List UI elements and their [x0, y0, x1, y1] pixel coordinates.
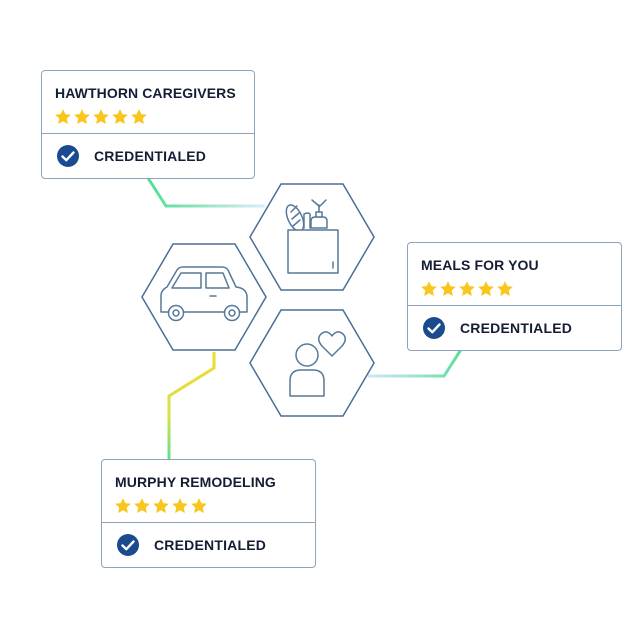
connector-line-hawthorn — [146, 177, 265, 208]
car-icon — [160, 266, 248, 322]
grocery-bag-icon — [285, 199, 339, 274]
connector-line-murphy — [167, 352, 216, 460]
star-icon — [115, 498, 131, 513]
star-icon — [93, 109, 109, 124]
star-icon — [74, 109, 90, 124]
star-icon — [131, 109, 147, 124]
card-divider — [408, 305, 621, 306]
credential-status: CREDENTIALED — [94, 148, 207, 164]
star-icon — [153, 498, 169, 513]
checkmark-circle-icon — [117, 534, 139, 556]
card-divider — [42, 133, 254, 134]
star-icon — [497, 281, 513, 296]
star-icon — [134, 498, 150, 513]
credential-status: CREDENTIALED — [460, 320, 573, 336]
star-icon — [421, 281, 437, 296]
card-divider — [102, 522, 315, 523]
provider-card-hawthorn-caregivers[interactable]: HAWTHORN CAREGIVERS CREDENTIALED — [41, 70, 255, 179]
provider-name: MURPHY REMODELING — [115, 474, 276, 490]
star-icon — [191, 498, 207, 513]
star-rating — [420, 280, 514, 298]
provider-card-meals-for-you[interactable]: MEALS FOR YOU CREDENTIALED — [407, 242, 622, 351]
checkmark-circle-icon — [57, 145, 79, 167]
star-rating — [54, 108, 148, 126]
star-icon — [459, 281, 475, 296]
provider-name: HAWTHORN CAREGIVERS — [55, 85, 236, 101]
credential-status: CREDENTIALED — [154, 537, 267, 553]
person-heart-icon — [289, 331, 346, 397]
star-icon — [478, 281, 494, 296]
star-rating — [114, 497, 208, 515]
star-icon — [55, 109, 71, 124]
star-icon — [172, 498, 188, 513]
connector-line-meals — [368, 347, 464, 378]
star-icon — [440, 281, 456, 296]
provider-name: MEALS FOR YOU — [421, 257, 539, 273]
checkmark-circle-icon — [423, 317, 445, 339]
provider-card-murphy-remodeling[interactable]: MURPHY REMODELING CREDENTIALED — [101, 459, 316, 568]
star-icon — [112, 109, 128, 124]
